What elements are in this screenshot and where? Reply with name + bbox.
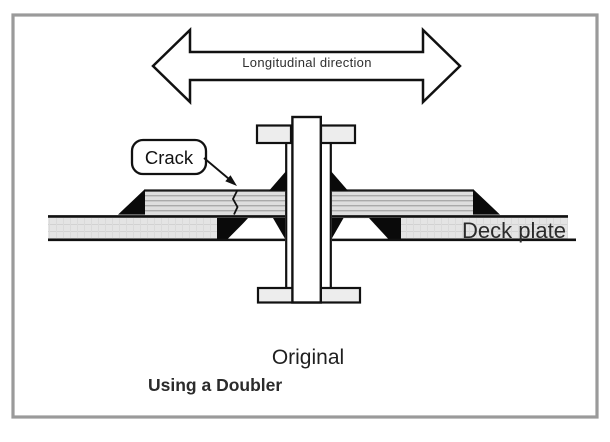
deck-weld-left-inner [273, 218, 285, 239]
deck-insert-right [331, 218, 388, 239]
deck-weld-left-outer [217, 218, 248, 239]
crack-callout-bubble [130, 138, 208, 176]
longitudinal-direction-arrow [151, 27, 462, 105]
doubler-end-weld-left [118, 189, 145, 215]
deck-weld-right-outer [369, 218, 401, 239]
crack-pointer-line [203, 157, 230, 180]
caption-using-a-doubler: Using a Doubler [148, 375, 282, 395]
web-doubler-weld-left [269, 170, 287, 191]
crack-label: Crack [145, 147, 194, 168]
top-flange-left [255, 124, 293, 145]
deck-plate-label: Deck plate [462, 218, 566, 243]
web-doubler-weld-right [330, 170, 348, 191]
figure-frame [11, 13, 599, 419]
doubler-end-weld-right [473, 189, 500, 215]
crack-pointer-arrowhead [225, 175, 237, 186]
crack-line [231, 189, 239, 215]
top-flange-right [319, 124, 357, 145]
deck-insert-left [228, 218, 285, 239]
deck-weld-right-inner [331, 218, 344, 239]
caption-original: Original [272, 346, 344, 369]
longitudinal-direction-label: Longitudinal direction [242, 55, 371, 70]
stiffener-web [291, 115, 322, 304]
